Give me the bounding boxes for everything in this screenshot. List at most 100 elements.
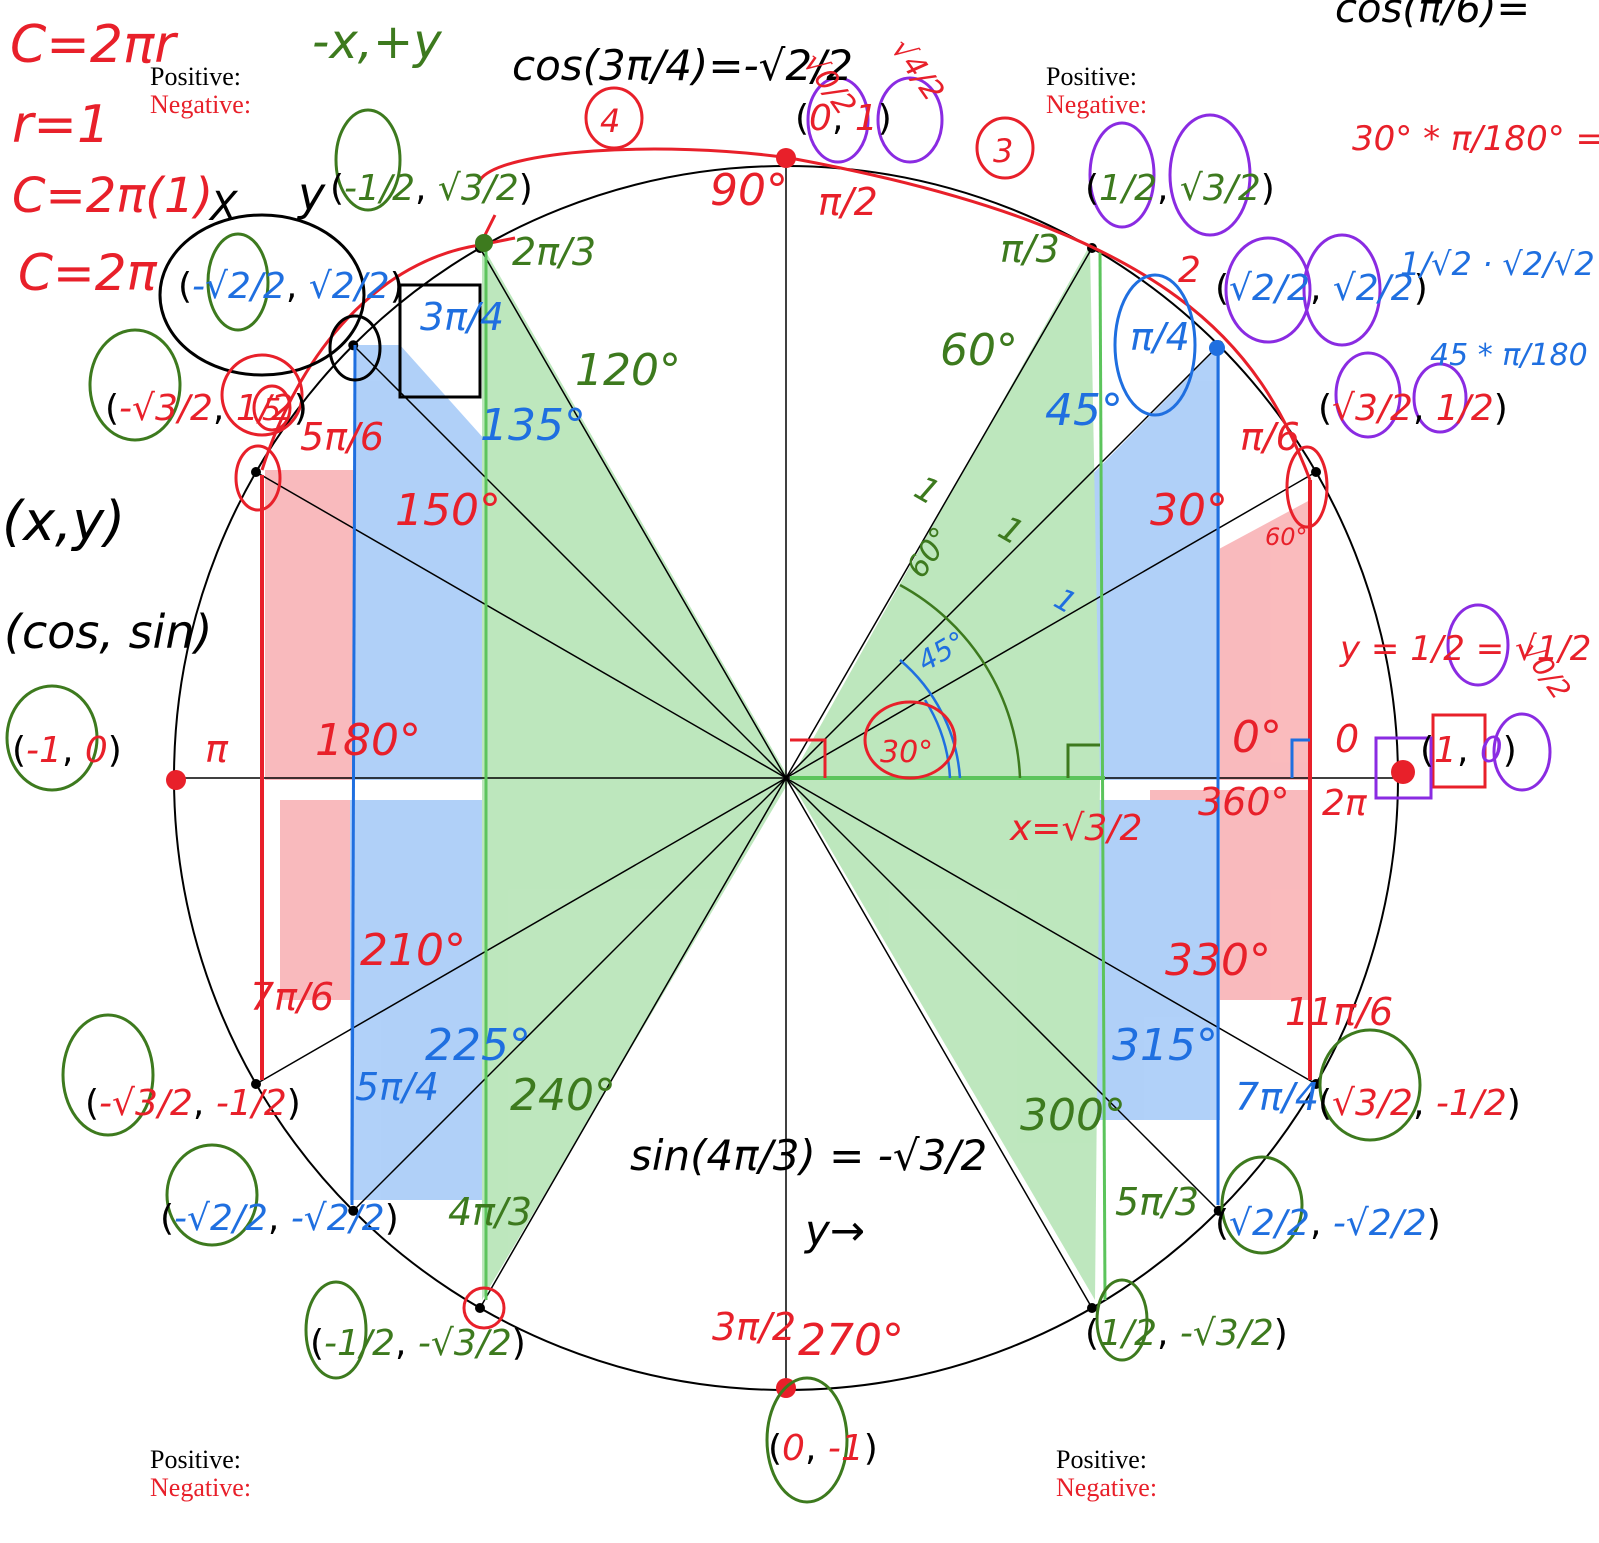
note-cos-sin-pair: (cos, sin) — [4, 605, 212, 659]
coordinate-pair-225: (-√2/2, -√2/2) — [160, 1198, 399, 1239]
red-arc-90-to-135 — [478, 147, 791, 181]
coord-punct: , — [286, 266, 309, 307]
coord-punct: , — [1413, 388, 1436, 429]
coordinate-pair-330: (√3/2, -1/2) — [1318, 1083, 1521, 1124]
box-135-rad — [398, 283, 482, 399]
coord-punct: ) — [294, 388, 308, 429]
radian-label-180: π — [205, 727, 229, 771]
highlight-green-q4 — [790, 780, 1100, 1300]
circle-135-x — [206, 232, 270, 332]
coord-x: -√3/2 — [119, 388, 213, 429]
coord-punct: ) — [390, 266, 404, 307]
spoke-135 — [352, 344, 787, 779]
point-135 — [348, 340, 359, 351]
right-angle-marker-60 — [1066, 743, 1100, 778]
right-angle-marker-30 — [1290, 738, 1310, 778]
spoke-150 — [255, 471, 787, 779]
coord-punct: , — [1310, 1203, 1333, 1244]
coord-x: √2/2 — [1229, 1203, 1310, 1244]
coordinate-pair-90: (0, 1) — [795, 98, 892, 139]
degree-label-315: 315° — [1112, 1020, 1218, 1071]
coord-punct: ) — [1274, 1313, 1288, 1354]
spoke-225 — [352, 777, 787, 1212]
note-y-arrow: y→ — [803, 1206, 865, 1255]
circle-30-deg — [863, 700, 957, 780]
spoke-60 — [785, 247, 1093, 779]
coord-x: √3/2 — [1332, 1083, 1413, 1124]
box-0-dot — [1374, 736, 1433, 800]
note-xy-pair: (x,y) — [2, 490, 125, 553]
spoke-240 — [479, 777, 787, 1309]
radian-label-240: 4π/3 — [448, 1190, 532, 1234]
circle-45-x — [1224, 236, 1312, 344]
note-substitution: C=2π(1) — [12, 168, 213, 224]
circle-300-x — [1095, 1278, 1149, 1362]
coord-punct: , — [1457, 730, 1480, 771]
quadrant-i-label: Positive: Negative: — [1046, 63, 1147, 119]
coord-punct: ) — [512, 1323, 526, 1364]
coord-punct: , — [1157, 1313, 1180, 1354]
spoke-45 — [785, 344, 1220, 779]
point-120-dot — [475, 234, 493, 252]
spoke-315 — [785, 777, 1220, 1212]
note-signs-q2: -x,+y — [312, 14, 442, 70]
circle-60-y — [1168, 113, 1252, 237]
circle-step-4 — [584, 86, 644, 150]
negative-label: Negative: — [150, 90, 252, 119]
coord-y: √2/2 — [1333, 268, 1414, 309]
note-step-5: 5 — [262, 393, 281, 428]
spoke-210 — [255, 777, 787, 1085]
box-0-x — [1431, 713, 1487, 789]
angle-spokes — [255, 247, 1317, 1309]
coord-punct: ( — [768, 1428, 782, 1469]
radian-label-135: 3π/4 — [420, 295, 504, 339]
value-circles — [5, 76, 1552, 1504]
coord-punct: ( — [310, 1323, 324, 1364]
degree-label-60: 60° — [940, 325, 1018, 376]
circle-240-x — [304, 1280, 368, 1380]
coord-punct: ( — [1085, 168, 1099, 209]
green-drop-60 — [1098, 249, 1107, 1301]
point-330 — [1311, 1079, 1322, 1089]
circle-225-x — [165, 1143, 259, 1247]
coord-punct: , — [193, 1083, 216, 1124]
coordinate-pair-0: (1, 0) — [1420, 730, 1517, 771]
note-result: C=2π — [18, 244, 158, 302]
coord-punct: , — [62, 730, 85, 771]
coord-punct: , — [415, 168, 438, 209]
circle-60-x — [1088, 121, 1156, 229]
coord-x: 1/2 — [1099, 1313, 1157, 1354]
coord-y: -√3/2 — [1180, 1313, 1274, 1354]
highlight-blue-q2 — [355, 345, 790, 780]
arc-60-deg — [899, 583, 1022, 779]
coordinate-pair-240: (-1/2, -√3/2) — [310, 1323, 526, 1364]
coordinate-pair-180: (-1, 0) — [12, 730, 122, 771]
coordinate-pair-315: (√2/2, -√2/2) — [1215, 1203, 1441, 1244]
coord-y: -√2/2 — [291, 1198, 385, 1239]
coord-punct: ) — [1261, 168, 1275, 209]
coord-punct: , — [395, 1323, 418, 1364]
coord-punct: ( — [105, 388, 119, 429]
circle-270-x — [765, 1376, 849, 1504]
coord-y: 1/2 — [1436, 388, 1494, 429]
coord-punct: ( — [1215, 1203, 1229, 1244]
degree-label-45: 45° — [1045, 385, 1123, 436]
coord-x: 0 — [809, 98, 832, 139]
circle-30-y — [1412, 362, 1468, 434]
degree-label-240: 240° — [510, 1070, 616, 1121]
negative-label: Negative: — [1046, 90, 1148, 119]
coordinate-pair-60: (1/2, √3/2) — [1085, 168, 1275, 209]
radian-label-2pi: 2π — [1322, 783, 1368, 824]
coord-y: 1/2 — [236, 388, 294, 429]
note-y-half: y = 1/2 = √1/2 — [1339, 629, 1591, 669]
blue-drop-135 — [350, 344, 357, 1206]
coord-punct: ) — [1507, 1083, 1521, 1124]
positive-label: Positive: — [1056, 1445, 1148, 1474]
highlight-blue-q4 — [1050, 800, 1220, 1120]
coord-punct: ( — [795, 98, 809, 139]
note-rationalize: 1/√2 · √2/√2 = √2/2 — [1400, 245, 1599, 283]
coord-y: -√2/2 — [1333, 1203, 1427, 1244]
positive-label: Positive: — [150, 1445, 242, 1474]
point-150 — [250, 467, 261, 477]
